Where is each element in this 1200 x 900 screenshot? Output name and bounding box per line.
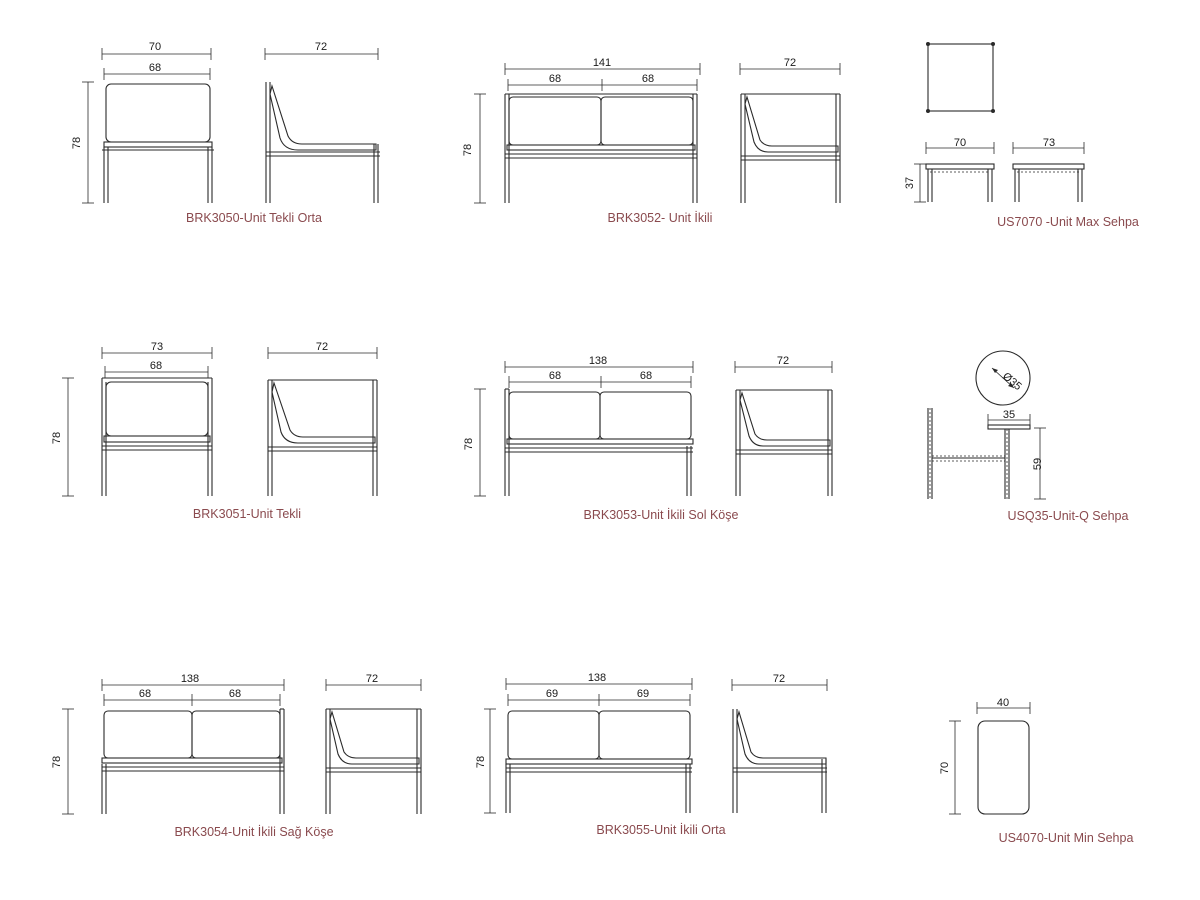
- brk3050-depth: 72: [315, 41, 327, 53]
- brk3051-front-view: [62, 347, 213, 497]
- brk3052-front-view: [474, 63, 701, 204]
- brk3053-width-total: 138: [589, 355, 607, 367]
- brk3054-side-view: [325, 679, 422, 814]
- brk3050-side-view: [264, 48, 380, 203]
- us7070-depth: 73: [1043, 137, 1055, 149]
- us4070-drawing: [949, 702, 1031, 815]
- brk3051-width-inner: 68: [150, 360, 162, 372]
- us7070-caption: US7070 -Unit Max Sehpa: [997, 215, 1139, 229]
- brk3053-depth: 72: [777, 355, 789, 367]
- brk3050-caption: BRK3050-Unit Tekli Orta: [186, 211, 322, 225]
- brk3051-depth: 72: [316, 341, 328, 353]
- brk3054-width-total: 138: [181, 673, 199, 685]
- brk3050-width-inner: 68: [149, 62, 161, 74]
- brk3052-width-total: 141: [593, 57, 611, 69]
- brk3052-width-seat-1: 68: [549, 73, 561, 85]
- brk3053-width-seat-2: 68: [640, 370, 652, 382]
- brk3053-side-view: [734, 361, 833, 496]
- brk3053-height: 78: [463, 438, 475, 450]
- brk3053-width-seat-1: 68: [549, 370, 561, 382]
- brk3051-side-view: [267, 347, 378, 496]
- usq35-caption: USQ35-Unit-Q Sehpa: [1008, 509, 1129, 523]
- brk3055-depth: 72: [773, 673, 785, 685]
- brk3052-side-view: [739, 63, 841, 203]
- brk3054-front-view: [62, 679, 285, 815]
- us7070-width: 70: [954, 137, 966, 149]
- brk3051-caption: BRK3051-Unit Tekli: [193, 507, 301, 521]
- brk3055-side-view: [731, 679, 828, 813]
- brk3052-height: 78: [462, 144, 474, 156]
- usq35-height: 59: [1032, 458, 1044, 470]
- brk3055-width-seat-1: 69: [546, 688, 558, 700]
- brk3053-front-view: [474, 361, 694, 497]
- brk3055-height: 78: [475, 756, 487, 768]
- brk3052-caption: BRK3052- Unit İkili: [608, 211, 713, 225]
- brk3052-width-seat-2: 68: [642, 73, 654, 85]
- us7070-drawing: [914, 42, 1085, 203]
- brk3055-width-total: 138: [588, 672, 606, 684]
- brk3055-caption: BRK3055-Unit İkili Orta: [596, 823, 725, 837]
- brk3054-height: 78: [51, 756, 63, 768]
- usq35-width: 35: [1003, 409, 1015, 421]
- brk3050-front-view: [82, 48, 214, 204]
- usq35-diameter: Ø35: [1000, 370, 1024, 393]
- brk3050-width-total: 70: [149, 41, 161, 53]
- brk3054-depth: 72: [366, 673, 378, 685]
- brk3055-width-seat-2: 69: [637, 688, 649, 700]
- brk3054-width-seat-1: 68: [139, 688, 151, 700]
- brk3054-caption: BRK3054-Unit İkili Sağ Köşe: [174, 825, 333, 839]
- us4070-width: 40: [997, 697, 1009, 709]
- brk3053-caption: BRK3053-Unit İkili Sol Köşe: [584, 508, 739, 522]
- brk3051-width-total: 73: [151, 341, 163, 353]
- us7070-height: 37: [904, 177, 916, 189]
- us4070-caption: US4070-Unit Min Sehpa: [999, 831, 1134, 845]
- usq35-drawing: [927, 350, 1046, 500]
- brk3050-height: 78: [71, 137, 83, 149]
- brk3051-height: 78: [51, 432, 63, 444]
- brk3055-front-view: [484, 678, 693, 814]
- brk3052-depth: 72: [784, 57, 796, 69]
- brk3054-width-seat-2: 68: [229, 688, 241, 700]
- us4070-height: 70: [939, 762, 951, 774]
